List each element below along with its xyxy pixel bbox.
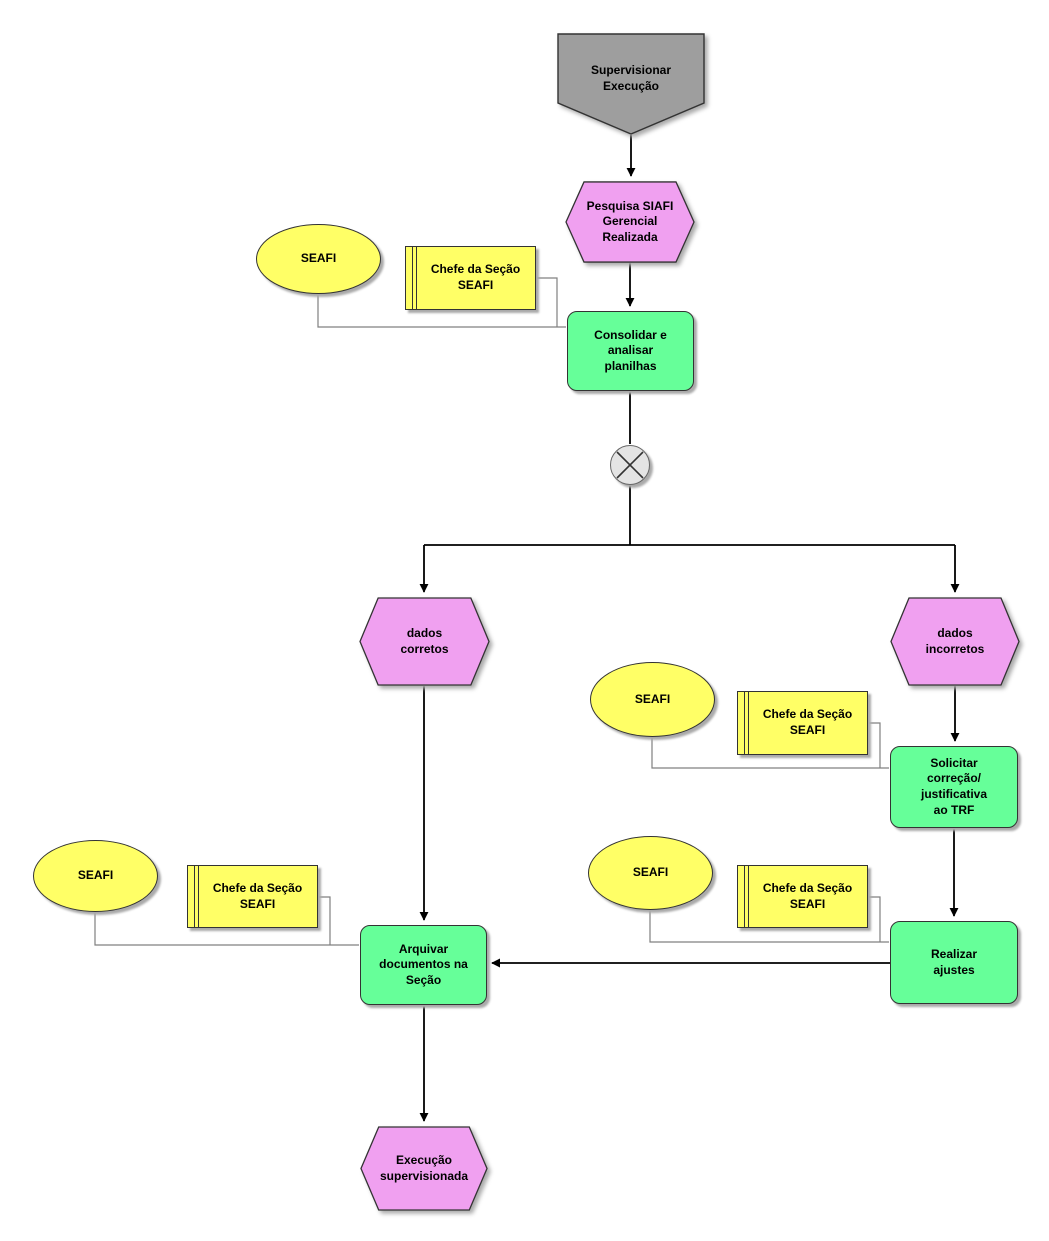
hexagon-shape — [890, 597, 1020, 686]
node-label: Arquivar documentos na Seção — [379, 941, 468, 987]
event-execucao-supervisionada: Execução supervisionada — [360, 1126, 488, 1211]
position-bar-icon — [412, 247, 417, 309]
org-unit-seafi-2: SEAFI — [590, 662, 715, 737]
event-dados-corretos: dados corretos — [359, 597, 490, 686]
position-chefe-secao-2: Chefe da Seção SEAFI — [737, 691, 868, 755]
node-label: SEAFI — [77, 868, 114, 883]
orgline-chefe4-arquivar — [318, 896, 331, 945]
event-pesquisa-siafi: Pesquisa SIAFI Gerencial Realizada — [565, 181, 695, 263]
function-realizar-ajustes: Realizar ajustes — [890, 921, 1018, 1004]
ellipse-shape — [590, 662, 715, 737]
hexagon-outline — [891, 598, 1019, 685]
xor-connector — [610, 445, 650, 485]
position-bar-icon — [194, 866, 199, 927]
position-bar-icon — [744, 692, 749, 754]
node-label: Chefe da Seção SEAFI — [430, 262, 521, 292]
node-label: SEAFI — [300, 251, 337, 266]
event-dados-incorretos: dados incorretos — [890, 597, 1020, 686]
hexagon-shape — [360, 1126, 488, 1211]
position-chefe-secao-1: Chefe da Seção SEAFI — [405, 246, 536, 310]
position-bar-icon — [744, 866, 749, 927]
node-label: SEAFI — [632, 865, 669, 880]
node-label: Chefe da Seção SEAFI — [762, 880, 853, 911]
ellipse-shape — [256, 224, 381, 294]
function-consolidar-planilhas: Consolidar e analisar planilhas — [567, 311, 694, 391]
node-label: Consolidar e analisar planilhas — [594, 327, 667, 373]
function-shape — [567, 311, 694, 391]
hexagon-outline — [360, 598, 489, 685]
node-label: Supervisionar Execução — [590, 63, 672, 93]
orgline-chefe3-realizar — [868, 896, 881, 942]
orgline-chefe2-solicitar — [868, 722, 881, 768]
node-label: Solicitar correção/ justificativa ao TRF — [920, 755, 988, 817]
ellipse-shape — [33, 840, 158, 912]
org-unit-seafi-3: SEAFI — [588, 836, 713, 910]
orgline-chefe1-consolidar — [536, 277, 558, 327]
node-label: Execução supervisionada — [379, 1152, 469, 1183]
hexagon-shape — [565, 181, 695, 263]
org-unit-seafi-4: SEAFI — [33, 840, 158, 912]
node-label: dados incorretos — [925, 625, 985, 656]
node-label: Pesquisa SIAFI Gerencial Realizada — [586, 198, 674, 244]
node-label: SEAFI — [634, 691, 671, 706]
ellipse-shape — [588, 836, 713, 910]
process-interface-shape — [557, 33, 705, 135]
node-label: Realizar ajustes — [930, 946, 978, 977]
function-shape — [360, 925, 487, 1005]
position-chefe-secao-3: Chefe da Seção SEAFI — [737, 865, 868, 928]
process-interface-supervisionar: Supervisionar Execução — [557, 33, 705, 135]
node-label: dados corretos — [400, 625, 449, 656]
xor-x-icon — [616, 451, 644, 479]
function-arquivar-documentos: Arquivar documentos na Seção — [360, 925, 487, 1005]
hexagon-shape — [359, 597, 490, 686]
position-chefe-secao-4: Chefe da Seção SEAFI — [187, 865, 318, 928]
node-label: Chefe da Seção SEAFI — [762, 707, 853, 737]
hexagon-outline — [566, 182, 694, 262]
function-shape — [890, 746, 1018, 828]
org-unit-seafi-1: SEAFI — [256, 224, 381, 294]
pentagon-outline — [558, 34, 704, 134]
function-solicitar-correcao: Solicitar correção/ justificativa ao TRF — [890, 746, 1018, 828]
hexagon-outline — [361, 1127, 487, 1210]
node-label: Chefe da Seção SEAFI — [212, 880, 303, 911]
function-shape — [890, 921, 1018, 1004]
